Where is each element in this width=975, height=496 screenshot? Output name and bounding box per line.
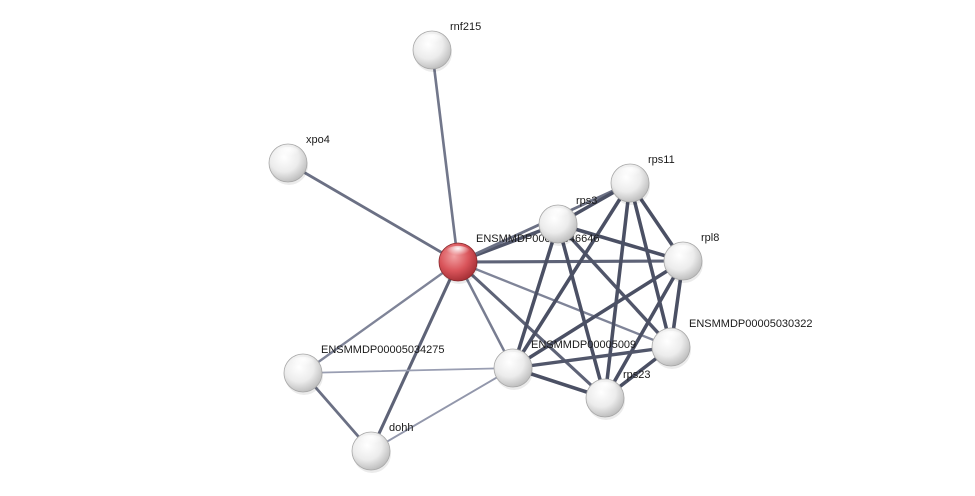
node-highlight: [658, 330, 684, 345]
edge-center-ens034275[interactable]: [301, 260, 460, 375]
node-rpl8[interactable]: rpl8: [663, 232, 719, 283]
node-label: ENSMMDP00005009: [531, 339, 636, 351]
node-label: rps3: [576, 195, 597, 207]
edge-rps3-rps23[interactable]: [556, 222, 607, 400]
node-highlight: [670, 244, 696, 259]
edge-center-rps23[interactable]: [456, 260, 607, 400]
node-rps11[interactable]: rps11: [610, 154, 675, 205]
edge-dohh-ens050091[interactable]: [370, 367, 514, 452]
node-highlight: [419, 33, 445, 48]
edge-center-rpl8[interactable]: [456, 259, 685, 264]
edge-ens030322-ens050091[interactable]: [511, 345, 673, 370]
node-dohh[interactable]: dohh: [351, 422, 413, 473]
edge-rps11-rps23[interactable]: [603, 181, 632, 400]
edge-center-ens030322[interactable]: [456, 260, 673, 349]
node-label: ENSMMDP00005046646: [476, 233, 600, 245]
edge-center-xpo4[interactable]: [286, 161, 460, 264]
node-label: xpo4: [306, 134, 330, 146]
edge-center-dohh[interactable]: [369, 260, 460, 453]
node-label: rpl8: [701, 232, 719, 244]
node-ens030322[interactable]: ENSMMDP00005030322: [651, 318, 813, 369]
node-rps3[interactable]: rps3: [538, 195, 597, 246]
edge-rpl8-ens050091[interactable]: [511, 259, 685, 370]
node-center[interactable]: ENSMMDP00005046646: [438, 233, 600, 284]
edge-rps11-ens030322[interactable]: [628, 181, 673, 349]
node-highlight: [500, 351, 526, 366]
edge-center-ens050091[interactable]: [456, 260, 515, 370]
node-label: dohh: [389, 422, 413, 434]
node-highlight: [545, 207, 571, 222]
node-highlight: [617, 166, 643, 181]
edge-ens034275-ens050091[interactable]: [302, 367, 514, 374]
node-ens050091[interactable]: ENSMMDP00005009: [493, 339, 636, 390]
node-highlight: [592, 381, 618, 396]
node-label: rnf215: [450, 21, 481, 33]
node-highlight: [445, 245, 471, 260]
edge-rps11-ens050091[interactable]: [511, 181, 632, 370]
node-highlight: [275, 146, 301, 161]
node-label: ENSMMDP00005030322: [689, 318, 813, 330]
edge-rps3-ens050091[interactable]: [511, 222, 560, 370]
node-label: rps11: [648, 154, 675, 166]
edge-rps3-ens030322[interactable]: [556, 222, 673, 349]
node-label: ENSMMDP00005034275: [321, 344, 445, 356]
node-rps23[interactable]: rps23: [585, 369, 651, 420]
network-edges: [286, 48, 685, 453]
edge-center-rnf215[interactable]: [430, 48, 460, 264]
node-highlight: [290, 356, 316, 371]
node-highlight: [358, 434, 384, 449]
edge-rpl8-rps23[interactable]: [603, 259, 685, 400]
edge-rps3-rpl8[interactable]: [556, 222, 685, 263]
node-xpo4[interactable]: xpo4: [268, 134, 330, 185]
node-ens034275[interactable]: ENSMMDP00005034275: [283, 344, 445, 395]
node-rnf215[interactable]: rnf215: [412, 21, 481, 72]
node-label: rps23: [623, 369, 651, 381]
